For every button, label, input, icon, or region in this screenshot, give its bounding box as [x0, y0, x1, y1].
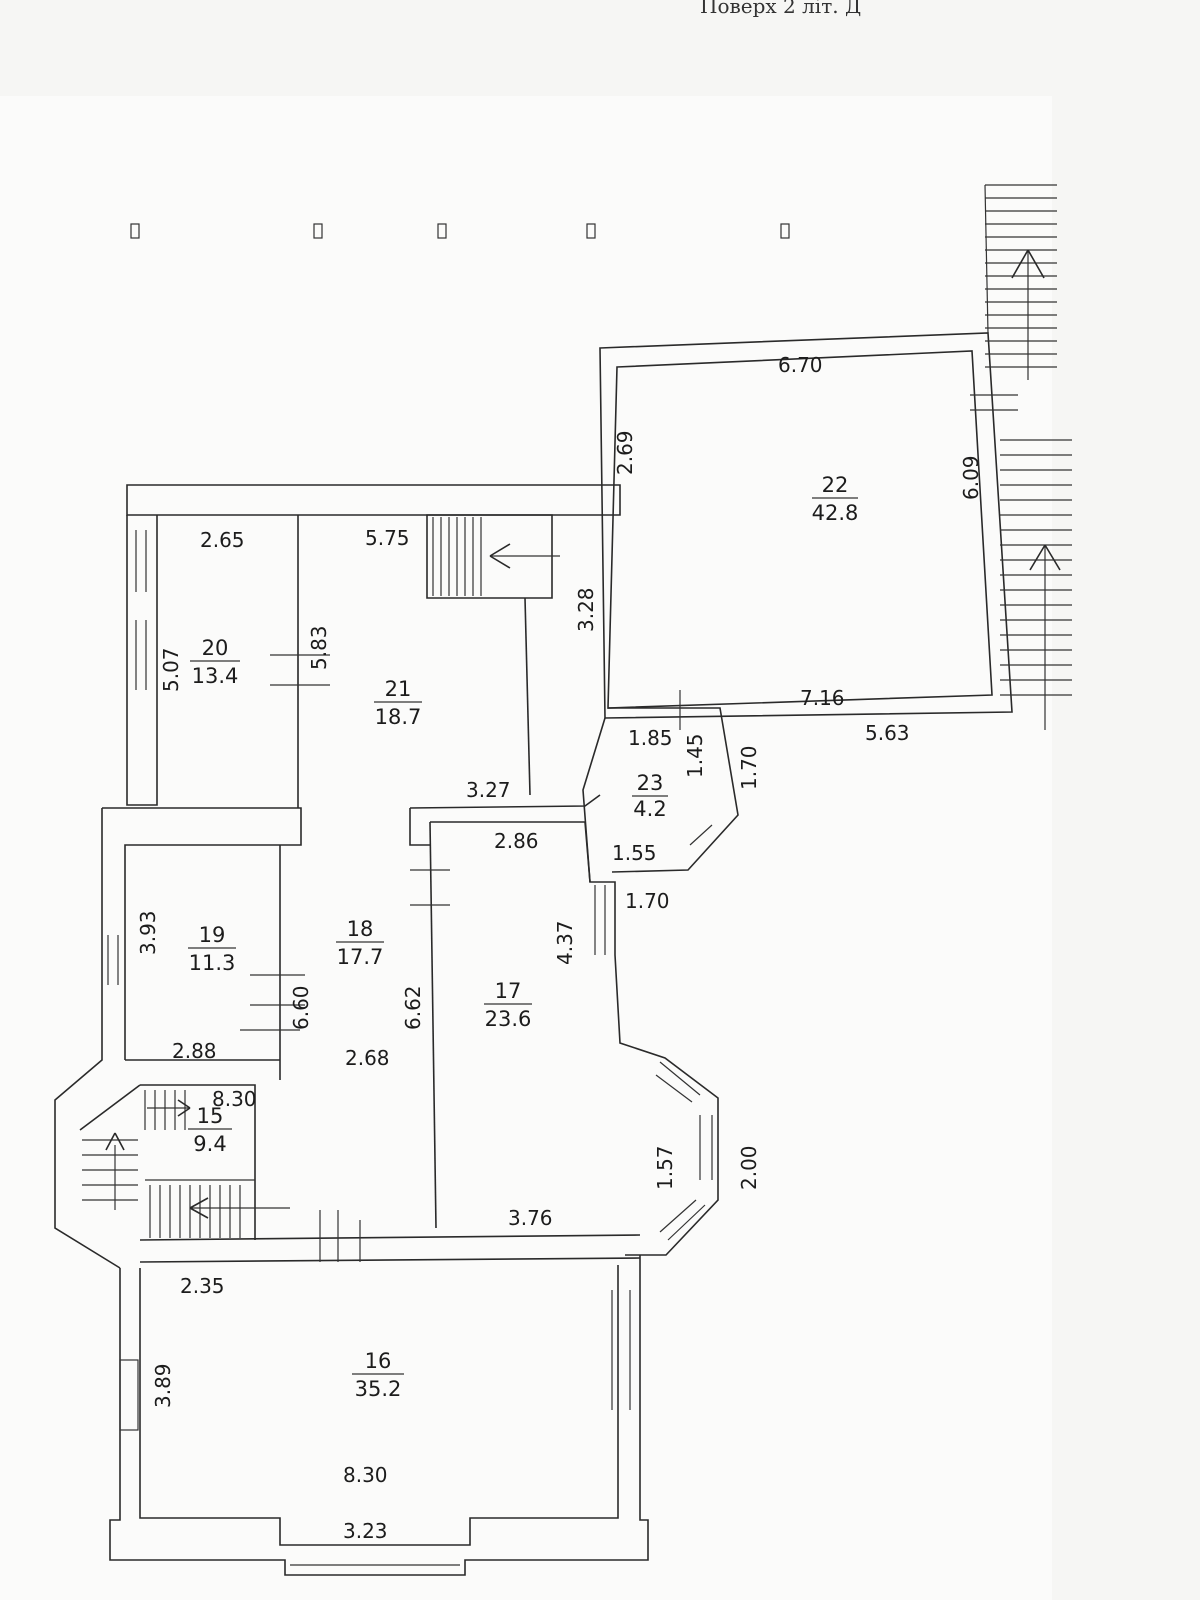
dimension-label: 8.30 [343, 1463, 388, 1487]
room-18-label: 18 17.7 [336, 917, 384, 969]
dimension-label: 3.27 [466, 778, 511, 802]
room-23-label: 23 4.2 [632, 771, 668, 821]
room-area: 13.4 [192, 664, 239, 688]
dimension-label: 2.88 [172, 1039, 217, 1063]
dimension-label: 3.89 [151, 1363, 175, 1408]
room-number: 20 [202, 636, 229, 660]
dimension-label: 5.07 [159, 647, 183, 692]
room-number: 19 [199, 923, 226, 947]
room-20-label: 20 13.4 [190, 636, 240, 688]
room-area: 4.2 [633, 797, 666, 821]
dimension-label: 1.70 [737, 745, 761, 790]
door-marks [240, 394, 1018, 1262]
room-area: 35.2 [355, 1377, 402, 1401]
room-number: 15 [197, 1104, 224, 1128]
dimension-label: 1.85 [628, 726, 673, 750]
dimension-label: 6.60 [289, 985, 313, 1030]
dimension-label: 3.23 [343, 1519, 388, 1543]
room-17-label: 17 23.6 [484, 979, 532, 1031]
dimension-label: 3.28 [574, 587, 598, 632]
dimension-label: 5.63 [865, 721, 910, 745]
room-number: 16 [365, 1349, 392, 1373]
dimension-label: 7.16 [800, 686, 845, 710]
room-area: 11.3 [189, 951, 236, 975]
stair-arrows [105, 249, 1061, 1219]
floor-header: Поверх 2 літ. Д [700, 0, 862, 18]
dimension-label: 2.00 [737, 1145, 761, 1190]
room-22-label: 22 42.8 [812, 473, 859, 525]
room-number: 21 [385, 677, 412, 701]
room-19-label: 19 11.3 [188, 923, 236, 975]
room-area: 23.6 [485, 1007, 532, 1031]
paper-sheet [0, 96, 1052, 1600]
dimension-label: 5.83 [307, 625, 331, 670]
dimension-label: 8.30 [212, 1087, 257, 1111]
dimension-label: 5.75 [365, 526, 410, 550]
dimension-label: 1.57 [653, 1145, 677, 1190]
room-15-label: 15 9.4 [188, 1104, 232, 1156]
dimension-label: 1.55 [612, 841, 657, 865]
room-number: 22 [822, 473, 849, 497]
dimension-label: 3.93 [136, 910, 160, 955]
room-16-label: 16 35.2 [352, 1349, 404, 1401]
dimension-label: 2.69 [613, 430, 637, 475]
dimension-label: 6.62 [401, 985, 425, 1030]
room-labels: 22 42.8 20 13.4 21 18.7 23 4.2 19 11.3 1… [188, 473, 858, 1401]
dimension-label: 1.70 [625, 889, 670, 913]
dimension-labels: 6.70 2.69 6.09 7.16 5.63 2.65 5.75 3.28 … [136, 353, 983, 1543]
stairs [82, 184, 1072, 1238]
dimension-label: 2.86 [494, 829, 539, 853]
dimension-label: 4.37 [553, 920, 577, 965]
dimension-label: 2.65 [200, 528, 245, 552]
dimension-label: 2.68 [345, 1046, 390, 1070]
windows [107, 530, 713, 1566]
dimension-label: 3.76 [508, 1206, 553, 1230]
dimension-label: 1.45 [683, 733, 707, 778]
room-number: 17 [495, 979, 522, 1003]
dimension-label: 2.35 [180, 1274, 225, 1298]
room-area: 9.4 [193, 1132, 226, 1156]
room-area: 17.7 [337, 945, 384, 969]
room-number: 18 [347, 917, 374, 941]
dimension-label: 6.70 [778, 353, 823, 377]
room-number: 23 [637, 771, 664, 795]
room-area: 18.7 [375, 705, 422, 729]
room-area: 42.8 [812, 501, 859, 525]
room-21-label: 21 18.7 [374, 677, 422, 729]
top-markers [130, 223, 790, 239]
dimension-label: 6.09 [959, 455, 983, 500]
building-outline [54, 332, 1013, 1576]
